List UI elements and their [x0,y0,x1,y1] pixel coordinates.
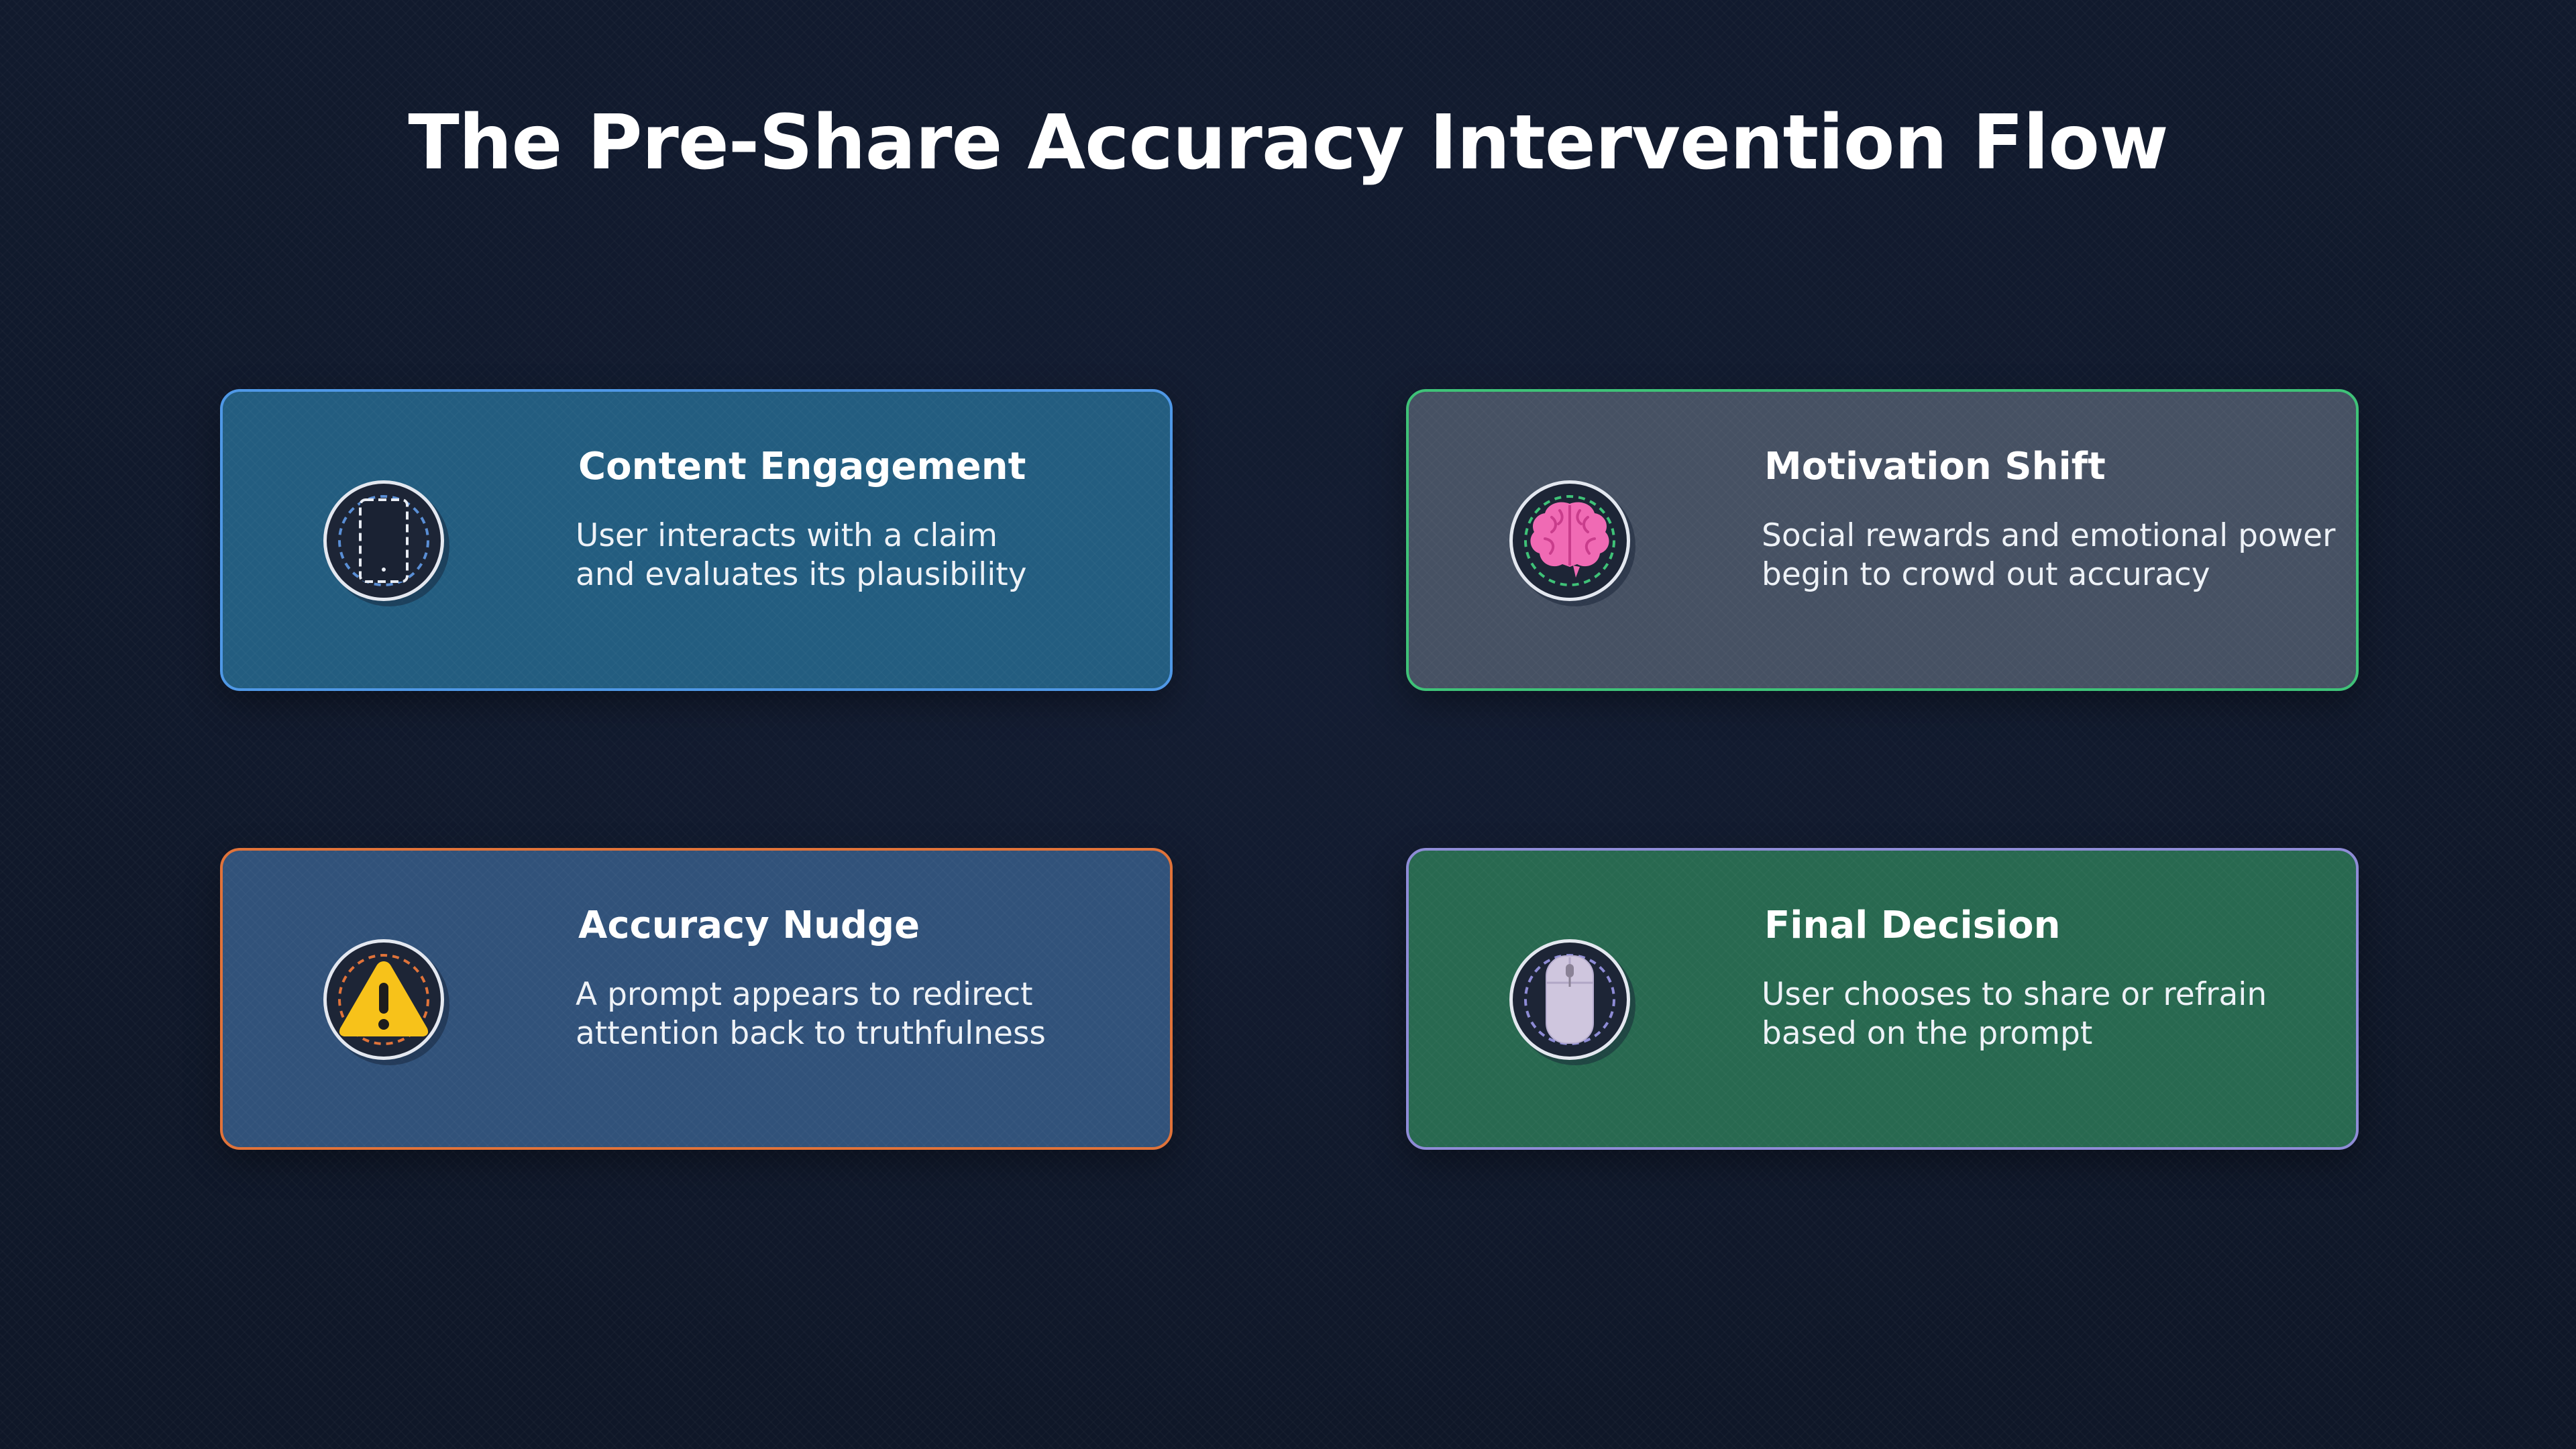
card-description: User chooses to share or refrain based o… [1762,975,2339,1053]
card-description-line: attention back to truthfulness [576,1015,1046,1052]
mouse-icon [1524,954,1615,1045]
card-title: Content Engagement [578,445,1026,488]
flow-card-accuracy-nudge: Accuracy Nudge A prompt appears to redir… [220,848,1173,1150]
card-title: Accuracy Nudge [578,904,920,947]
flow-card-final-decision: Final Decision User chooses to share or … [1406,848,2359,1150]
card-description: Social rewards and emotional power begin… [1762,517,2339,594]
icon-badge [323,939,444,1060]
card-title: Final Decision [1764,904,2061,947]
card-description-line: and evaluates its plausibility [576,556,1027,593]
card-description: User interacts with a claim and evaluate… [576,517,1152,594]
warning-icon [338,954,429,1045]
icon-badge [1509,480,1630,601]
card-title: Motivation Shift [1764,445,2106,488]
flow-card-content-engagement: Content Engagement User interacts with a… [220,389,1173,691]
phone-icon [338,495,429,586]
card-description-line: begin to crowd out accuracy [1762,556,2210,593]
card-description-line: User chooses to share or refrain [1762,976,2267,1013]
card-description-line: User interacts with a claim [576,517,998,554]
flow-card-motivation-shift: Motivation Shift Social rewards and emot… [1406,389,2359,691]
card-description-line: based on the prompt [1762,1015,2093,1052]
brain-icon [1524,495,1615,586]
icon-badge [323,480,444,601]
card-description-line: Social rewards and emotional power [1762,517,2336,554]
card-description-line: A prompt appears to redirect [576,976,1033,1013]
page-title: The Pre-Share Accuracy Intervention Flow [408,99,2168,186]
icon-badge [1509,939,1630,1060]
card-description: A prompt appears to redirect attention b… [576,975,1152,1053]
